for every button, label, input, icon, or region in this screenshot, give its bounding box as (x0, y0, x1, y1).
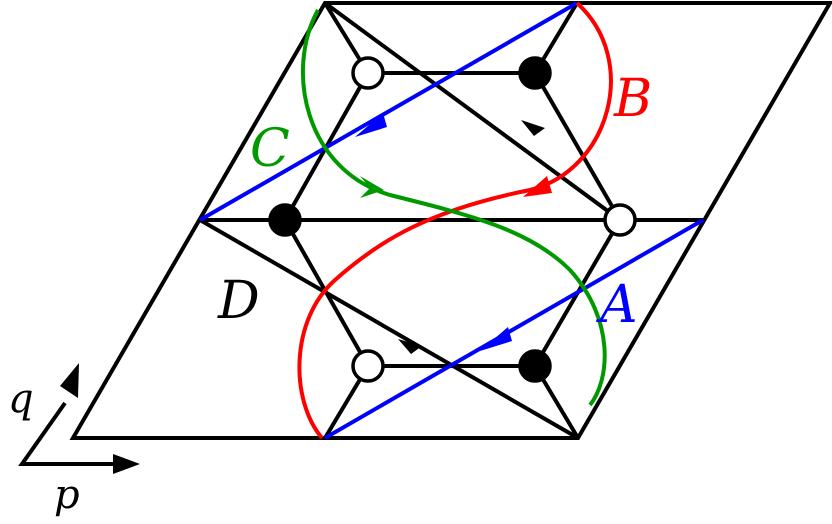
blue-line-lower (324, 218, 704, 440)
arrowhead-blue-upper (355, 113, 387, 137)
axis-indicator: q p (8, 363, 140, 518)
filled-node (518, 56, 552, 90)
filled-node (268, 203, 302, 237)
open-node (603, 203, 637, 237)
label-b: B (613, 69, 652, 129)
red-curve (297, 1, 613, 440)
outer-parallelogram (69, 1, 832, 440)
open-node (351, 349, 385, 383)
arrowhead-q (60, 363, 79, 398)
label-d: D (217, 271, 260, 331)
arrowhead-blue-lower (480, 327, 512, 351)
label-a: A (596, 275, 638, 335)
arrowhead-black-upper (521, 120, 545, 136)
blue-line-upper (199, 1, 578, 222)
open-node (351, 56, 385, 90)
arrowhead-p (113, 454, 140, 474)
arrowhead-green (360, 176, 384, 198)
label-c: C (250, 119, 290, 179)
green-curve (300, 9, 607, 407)
arrowhead-red (523, 176, 552, 197)
arrowhead-black-lower (398, 339, 422, 354)
axis-label-p: p (54, 472, 80, 518)
filled-node (518, 349, 552, 383)
axis-label-q: q (8, 376, 34, 422)
